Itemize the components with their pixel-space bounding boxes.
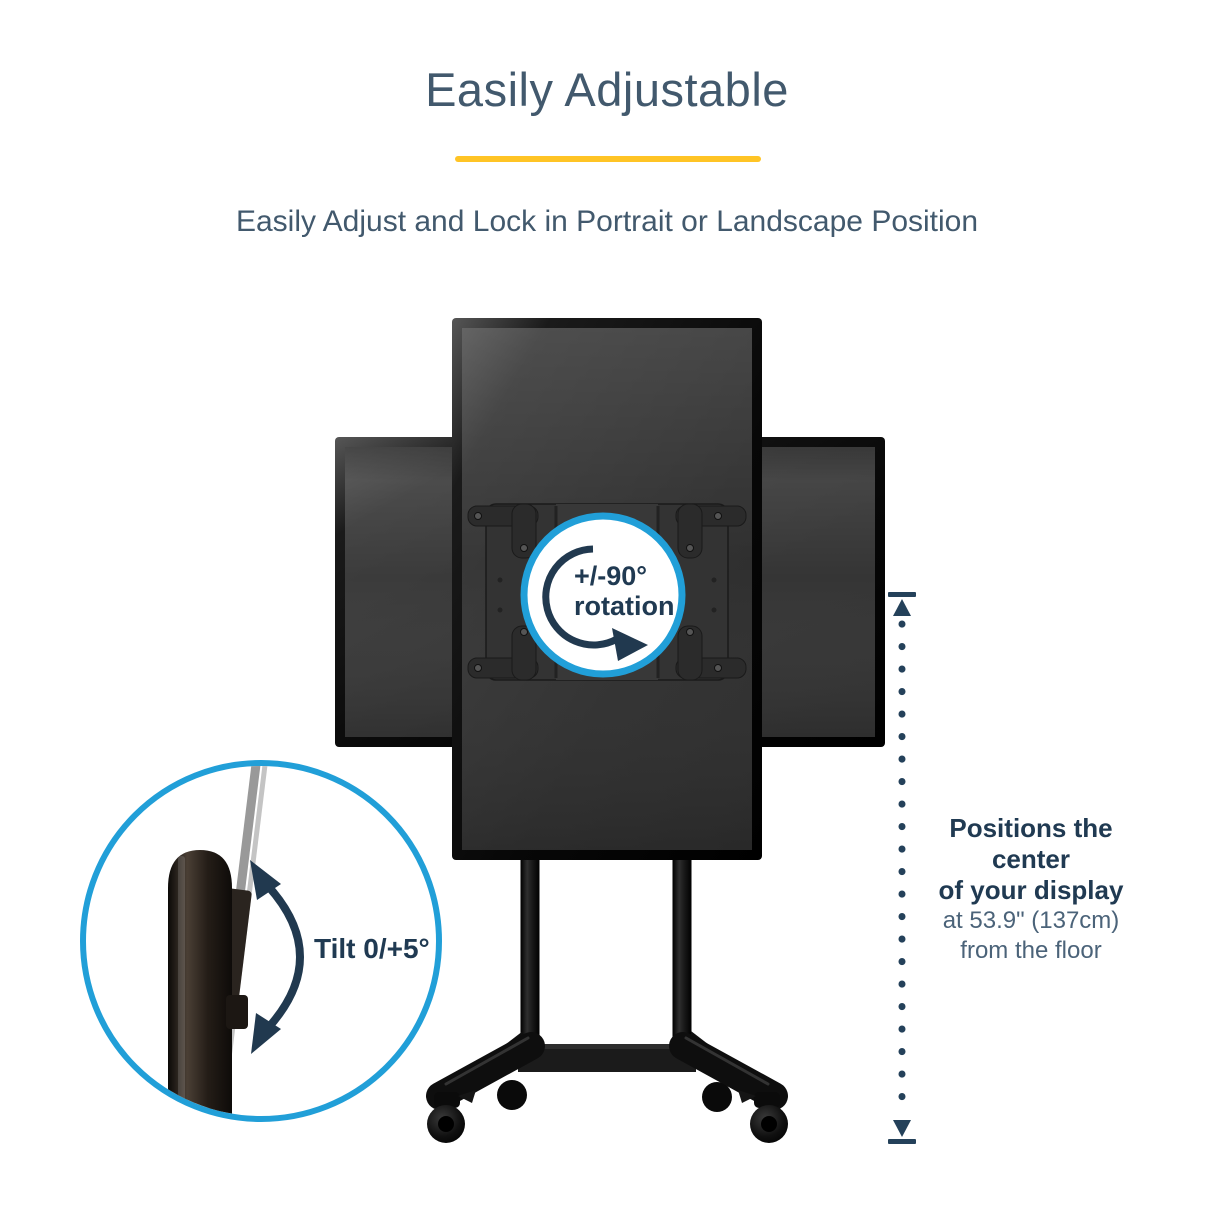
tilt-badge [80,760,442,1122]
measurement-line1: Positions the center [949,813,1113,874]
measure-arrow-down-icon [888,1120,916,1144]
tilt-arrow-icon [250,860,304,1054]
caster-wheel-rear-right [702,1082,732,1112]
tilt-label: Tilt 0/+5° [314,933,430,964]
measurement-line3: at 53.9" (137cm) [942,907,1120,934]
tilt-photo [168,766,269,1116]
mount-screws [474,512,722,672]
measurement-line4: from the floor [960,937,1102,964]
title-underline [455,156,761,162]
measurement-line2: of your display [938,875,1124,905]
rotation-arrow-icon [542,545,648,661]
rotation-label-line1: +/-90° [574,561,648,591]
height-measure-line [888,592,916,1144]
measurement-text: Positions the center of your display at … [908,813,1154,966]
base-leg-right [669,1032,788,1110]
cart-base [426,1031,788,1143]
rotation-label-line2: rotation [574,591,675,621]
page-subtitle: Easily Adjust and Lock in Portrait or La… [235,205,979,238]
page-title: Easily Adjustable [425,63,789,116]
measure-arrow-up-icon [888,592,916,616]
caster-wheel-rear-left [497,1080,527,1110]
tilt-pole [168,850,232,1116]
rotation-badge [520,512,686,678]
rotation-label: +/-90° rotation [574,561,675,621]
base-leg-left [426,1032,545,1110]
